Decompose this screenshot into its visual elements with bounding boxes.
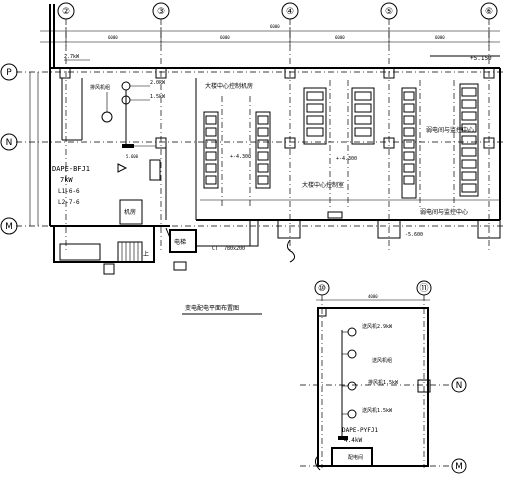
stair-elevator: 上 电梯 CT 780x200 [53,219,259,275]
lower-bays: -5.600 [200,199,501,263]
svg-text:2.0kW: 2.0kW [150,80,166,86]
fan-symbol [101,111,113,123]
svg-text:上: 上 [143,250,149,258]
svg-text:6000: 6000 [335,35,345,40]
svg-text:大楼中心控制室: 大楼中心控制室 [302,181,344,189]
rack-group-b: +-4.300 大楼中心控制室 [302,80,375,219]
panel-info: DAPE-BFJ1 7kW L1-6-6 L2-7-6 5.600 机房 [52,154,161,225]
rack-group-c: 弱电间与监控中心 +5.150 弱电间与监控中心 [401,55,500,216]
svg-text:6000: 6000 [435,35,445,40]
rack-group-a: 大楼中心控制机房 +-4.300 [203,82,271,208]
svg-text:L1-6-6: L1-6-6 [58,188,80,195]
axis-label-4: ④ [286,7,294,17]
svg-text:+-4.300: +-4.300 [230,154,251,160]
svg-text:机房: 机房 [124,208,136,216]
detail-plan: ⑩ ⑪ 4000 N M 送风机2.9kW 送风机组 排风机1.5kW 送风机1… [300,280,467,474]
svg-text:4.4kW: 4.4kW [344,437,362,444]
svg-text:6000: 6000 [220,35,230,40]
svg-text:+-4.300: +-4.300 [336,156,357,162]
svg-text:弱电间与监控中心: 弱电间与监控中心 [420,208,468,216]
svg-text:排风机1.5kW: 排风机1.5kW [368,379,399,386]
svg-text:1.5kW: 1.5kW [150,94,166,100]
svg-text:2.7kW: 2.7kW [64,54,80,60]
svg-text:配电间: 配电间 [348,454,363,461]
axis-label-P: P [6,68,12,78]
axis-label-5: ⑤ [385,7,393,17]
svg-text:大楼中心控制机房: 大楼中心控制机房 [205,82,253,90]
axis-label-6: ⑥ [485,7,493,17]
plan-title: 变电配电平面布置图 [185,304,239,312]
svg-text:送风机组: 送风机组 [372,357,392,364]
svg-text:CT: CT [212,246,218,252]
svg-text:M: M [455,462,463,472]
svg-text:-5.600: -5.600 [405,232,423,238]
svg-text:4000: 4000 [368,294,378,299]
axis-label-M: M [5,222,13,232]
svg-text:DAPE-PYFJ1: DAPE-PYFJ1 [342,427,379,434]
axis-label-3: ③ [157,7,165,17]
svg-text:780x200: 780x200 [224,246,245,252]
svg-text:电梯: 电梯 [174,238,186,246]
svg-text:5.600: 5.600 [126,154,139,159]
dimension-top: 6000 6000 6000 6000 6000 [40,24,500,46]
axis-label-2: ② [62,7,70,17]
svg-text:6000: 6000 [270,24,280,29]
svg-text:N: N [456,381,463,391]
svg-text:⑪: ⑪ [419,283,428,294]
axis-bubbles-top: ② ③ ④ ⑤ ⑥ [57,2,498,20]
svg-text:DAPE-BFJ1: DAPE-BFJ1 [52,165,90,173]
svg-text:弱电间与监控中心: 弱电间与监控中心 [426,126,474,134]
svg-text:L2-7-6: L2-7-6 [58,199,80,206]
axis-label-N: N [6,138,13,148]
svg-text:⑩: ⑩ [318,284,326,294]
svg-text:排风机组: 排风机组 [90,84,110,91]
fan-room-left: 2.7kW 排风机组 2.0kW 1.5kW [64,54,166,173]
svg-text:送风机2.9kW: 送风机2.9kW [362,323,393,330]
axis-bubbles-left: P N M [0,63,39,235]
svg-text:+5.150: +5.150 [470,55,492,62]
svg-text:6000: 6000 [108,35,118,40]
svg-text:7kW: 7kW [60,176,73,184]
svg-text:送风机1.5kW: 送风机1.5kW [362,407,393,414]
